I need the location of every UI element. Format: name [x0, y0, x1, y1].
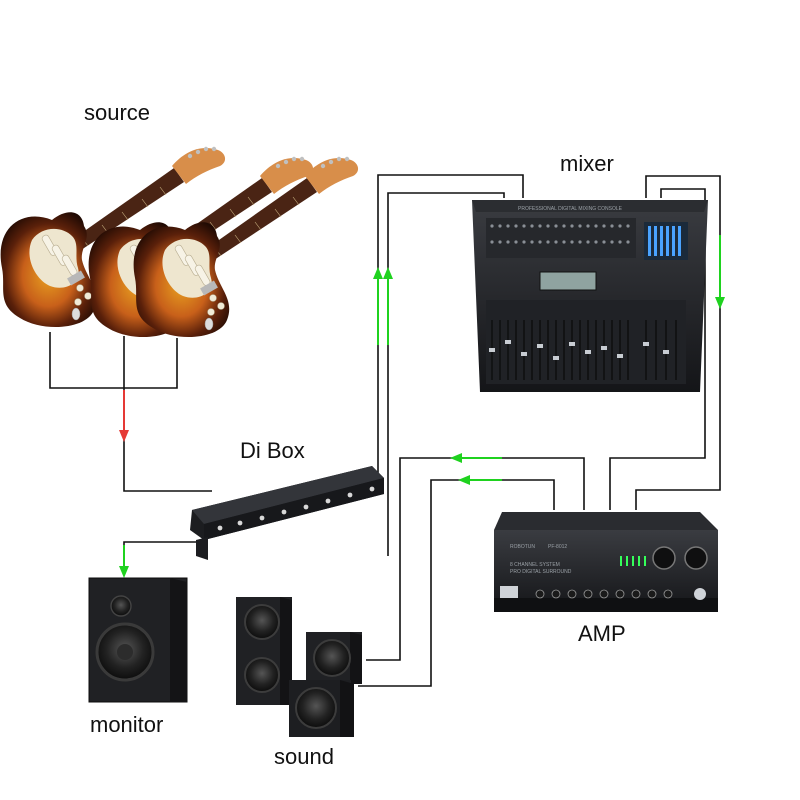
amp-model-text: PF-8012: [548, 544, 567, 550]
amp-volume-knob-left: [652, 546, 676, 570]
label-mixer: mixer: [560, 151, 614, 176]
cable-mixer-to-amp-2: [609, 188, 706, 510]
mixer-display: [539, 271, 597, 291]
dibox-device: [190, 466, 384, 560]
arrow-up-green-2: [383, 267, 393, 345]
amp-knob-row: [535, 589, 673, 599]
dibox-jacks: [217, 486, 375, 531]
amp-level-leds: [620, 556, 646, 566]
label-source: source: [84, 100, 151, 125]
mixer-device: PROFESSIONAL DIGITAL MIXING CONSOLE: [472, 200, 708, 392]
mixer-faders: [491, 320, 677, 380]
arrow-down-green-mixer: [715, 235, 725, 309]
flow-arrows: [119, 235, 725, 578]
amp-device: ROBOTUN PF-8012 8 CHANNEL SYSTEM PRO DIG…: [494, 512, 718, 612]
cable-dibox-to-monitor: [123, 541, 200, 575]
arrow-up-green-1: [373, 267, 383, 345]
mixer-header-text: PROFESSIONAL DIGITAL MIXING CONSOLE: [518, 206, 623, 212]
amp-line1-text: 8 CHANNEL SYSTEM: [510, 562, 560, 568]
cable-guitars-to-dibox: [123, 388, 212, 492]
cable-amp-to-sound-2: [358, 479, 555, 687]
label-dibox: Di Box: [240, 438, 305, 463]
arrow-down-green-monitor: [119, 545, 129, 578]
amp-line2-text: PRO DIGITAL SURROUND: [510, 569, 572, 575]
arrow-left-green-2: [458, 475, 502, 485]
cable-mixer-to-amp-1: [635, 175, 721, 510]
arrow-down-red: [119, 390, 129, 442]
sound-speaker-mid: [306, 632, 362, 684]
arrow-left-green-1: [450, 453, 502, 463]
cable-dibox-to-mixer-2: [387, 192, 505, 556]
mixer-knob-rows: [490, 224, 630, 244]
label-monitor: monitor: [90, 712, 164, 737]
amp-volume-knob-right: [684, 546, 708, 570]
sound-speaker-tall: [236, 597, 292, 705]
mixer-channel-strips: [486, 218, 686, 384]
mixer-meters: [644, 222, 688, 260]
guitars-source: [0, 146, 359, 338]
cable-amp-to-sound-1: [366, 457, 585, 661]
label-sound: sound: [274, 744, 334, 769]
cable-guitar-bus: [49, 332, 178, 389]
sound-speakers: [236, 597, 362, 737]
monitor-speaker: [88, 577, 188, 703]
amp-brand-text: ROBOTUN: [510, 544, 535, 550]
sound-speaker-front: [289, 680, 354, 737]
label-amp: AMP: [578, 621, 626, 646]
